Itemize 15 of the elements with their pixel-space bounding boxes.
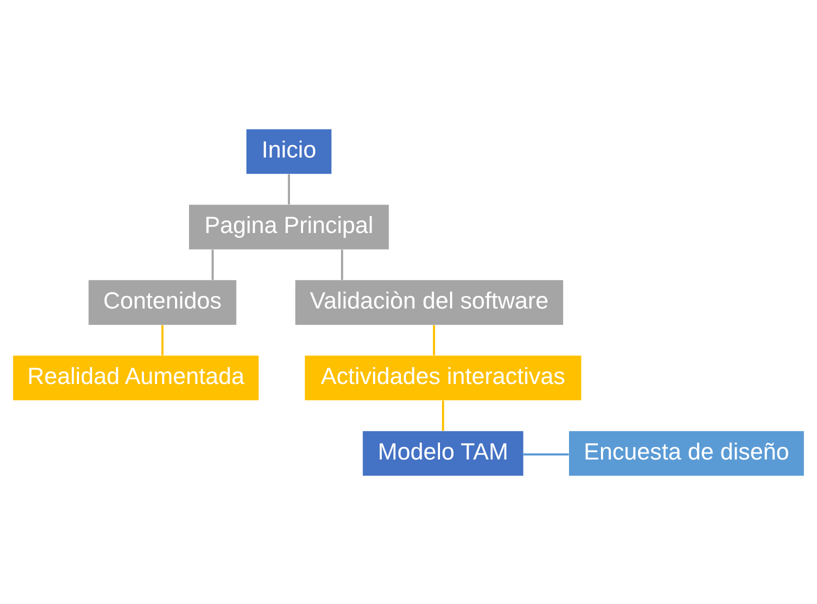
node-box: Actividades interactivas <box>304 355 582 400</box>
node-box: Encuesta de diseño <box>569 430 804 476</box>
connector <box>523 452 569 456</box>
connector <box>161 324 164 355</box>
connector <box>341 249 344 280</box>
connector <box>288 174 290 204</box>
node-box: Pagina Principal <box>189 204 389 249</box>
node-box: Realidad Aumentada <box>13 355 259 400</box>
connector <box>442 400 444 430</box>
connector <box>432 324 436 355</box>
node-box: Modelo TAM <box>362 430 524 476</box>
node-box: Contenidos <box>88 280 236 324</box>
connector <box>212 249 214 280</box>
node-box: Inicio <box>246 128 332 174</box>
node-box: Validaciòn del software <box>295 280 564 324</box>
